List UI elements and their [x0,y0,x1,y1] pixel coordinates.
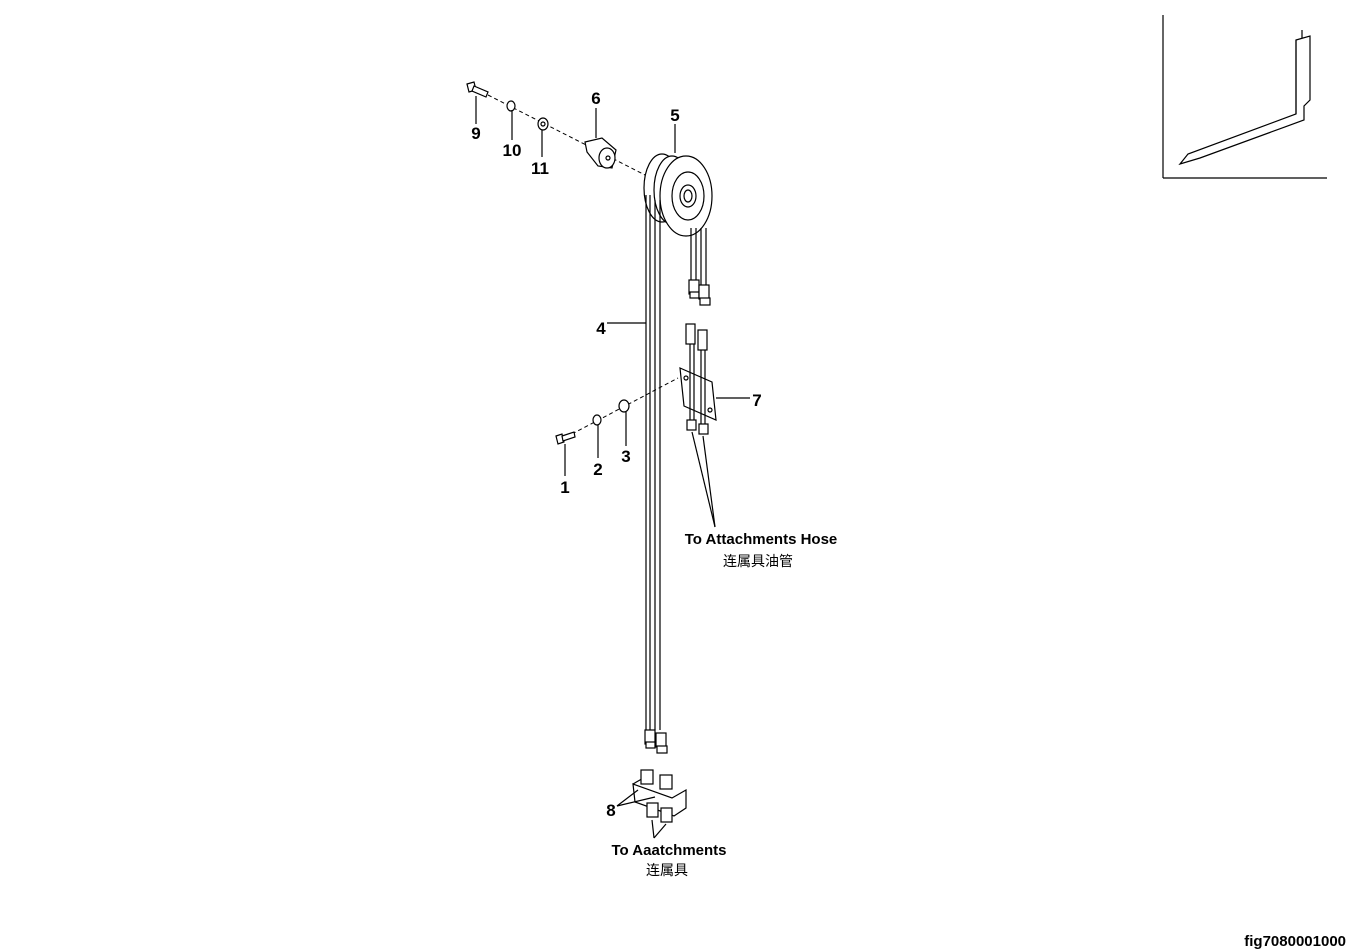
callout-6: 6 [591,89,600,108]
bracket-7 [679,323,717,435]
figure-id: fig7080001000 [1244,933,1346,950]
manifold-8 [632,769,687,823]
washer-11 [537,117,549,131]
fork-locator-inset [1162,15,1327,179]
lock-washer-10 [506,100,516,112]
callout-11: 11 [531,159,549,178]
callout-2: 2 [593,460,602,479]
pulley-5 [643,153,713,237]
washer-3 [618,399,630,413]
bolt-9 [466,81,489,98]
callout-7: 7 [752,391,761,410]
note-attachments-cn: 连属具 [646,863,688,879]
bolt-1 [555,431,576,445]
callout-4: 4 [596,319,606,338]
callout-9: 9 [471,124,480,143]
callout-1: 1 [560,478,569,497]
callout-3: 3 [621,447,630,466]
callout-5: 5 [670,106,679,125]
hose-4 [644,195,711,754]
callout-10: 10 [503,141,522,160]
note-attachments-hose-cn: 连属具油管 [723,554,793,570]
note-attachments-en: To Aaatchments [611,842,726,859]
lock-washer-2 [592,414,602,426]
pin-6 [584,137,617,169]
callout-8: 8 [606,801,615,820]
note-attachments-hose-en: To Attachments Hose [685,531,838,548]
